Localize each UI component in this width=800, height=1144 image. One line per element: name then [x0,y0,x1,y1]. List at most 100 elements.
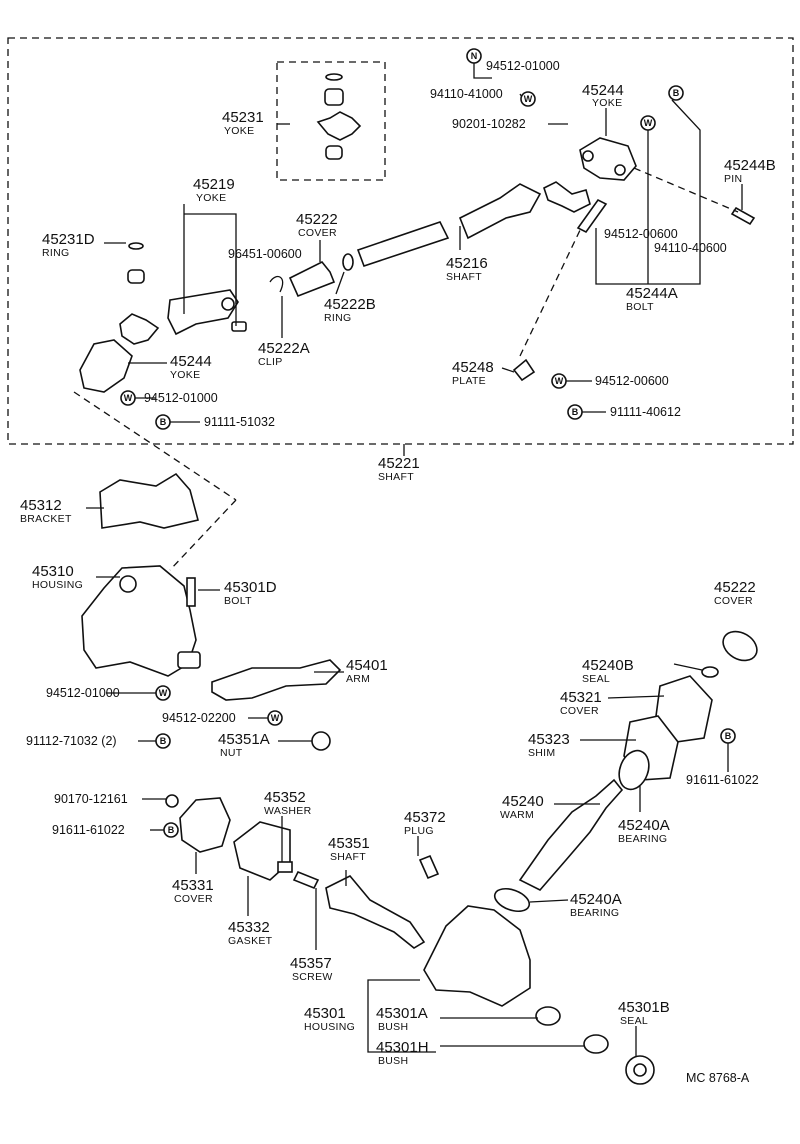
svg-text:BOLT: BOLT [626,301,654,313]
clip-part [269,275,284,293]
part-number-label: 91611-61022 [52,823,125,837]
bracket-part [99,472,199,529]
svg-text:45321: 45321 [560,689,602,706]
svg-text:45240: 45240 [502,793,544,810]
housing-45301-part [423,905,531,1007]
svg-text:45244: 45244 [170,353,212,370]
svg-text:45352: 45352 [264,789,306,806]
svg-text:45240A: 45240A [570,891,622,908]
svg-text:B: B [168,825,175,835]
svg-text:COVER: COVER [174,893,213,905]
svg-text:N: N [471,51,478,61]
connector-line [169,499,237,571]
symbol-bolt-icon: B [163,822,179,838]
svg-text:B: B [725,731,732,741]
part-number-label: 94512-01000 [486,59,560,73]
svg-text:WARM: WARM [500,809,534,821]
part-number-label: 91111-51032 [204,415,275,429]
svg-text:45222A: 45222A [258,340,310,357]
svg-text:45244A: 45244A [626,285,678,302]
svg-text:BUSH: BUSH [378,1055,408,1067]
svg-text:YOKE: YOKE [224,125,254,137]
bush-45301a-part [535,1006,561,1026]
symbol-bolt-icon: B [567,404,583,420]
svg-text:PLUG: PLUG [404,825,434,837]
svg-text:45221: 45221 [378,455,420,472]
symbol-bolt-icon: B [155,414,171,430]
svg-text:SEAL: SEAL [620,1015,648,1027]
cover-45222-right-part [722,630,758,662]
ring-45222b-part [342,253,354,271]
seal-45301b-inner [633,1063,647,1077]
svg-text:45351: 45351 [328,835,370,852]
svg-text:45301A: 45301A [376,1005,428,1022]
svg-text:ARM: ARM [346,673,370,685]
svg-text:45310: 45310 [32,563,74,580]
part-number-label: 94512-01000 [144,391,218,405]
bearing-45240a-top-part [618,749,650,791]
shaft-45351-part [325,875,426,949]
plug-part [418,854,440,880]
bearing-45240a-bottom-part [493,887,531,913]
svg-text:45323: 45323 [528,731,570,748]
svg-text:YOKE: YOKE [592,97,622,109]
symbol-washer-icon: W [640,115,656,131]
svg-text:45240B: 45240B [582,657,634,674]
symbol-washer-icon: W [155,685,171,701]
svg-text:B: B [572,407,579,417]
svg-text:CLIP: CLIP [258,356,283,368]
svg-text:RING: RING [42,247,69,259]
part-number-label: 91111-40612 [610,405,681,419]
svg-text:YOKE: YOKE [170,369,200,381]
cover-45331-part [179,797,231,853]
svg-text:SEAL: SEAL [582,673,610,685]
yoke-45244-top-part [579,137,637,181]
part-number-label: 94512-01000 [46,686,120,700]
svg-text:YOKE: YOKE [196,192,226,204]
svg-text:W: W [159,688,168,698]
svg-text:45301: 45301 [304,1005,346,1022]
worm-part [518,778,624,891]
svg-text:W: W [124,393,133,403]
svg-text:45372: 45372 [404,809,446,826]
symbol-washer-icon: W [551,373,567,389]
cover-boot-part [288,260,336,298]
bearing-cap-part [127,269,145,284]
connector-line [519,225,583,357]
svg-text:45331: 45331 [172,877,214,894]
svg-text:B: B [673,88,680,98]
svg-text:45231: 45231 [222,109,264,126]
svg-text:COVER: COVER [560,705,599,717]
part-number-label: 94512-00600 [604,227,678,241]
svg-text:45222: 45222 [296,211,338,228]
svg-text:45244B: 45244B [724,157,776,174]
svg-text:BOLT: BOLT [224,595,252,607]
part-number-label: 91611-61022 [686,773,759,787]
symbol-nut-icon: N [466,48,482,64]
svg-text:GASKET: GASKET [228,935,273,947]
svg-text:PIN: PIN [724,173,742,185]
svg-text:B: B [160,736,167,746]
part-number-label: 90201-10282 [452,117,526,131]
svg-text:W: W [555,376,564,386]
svg-text:45301H: 45301H [376,1039,429,1056]
bolt-90170-part [165,794,179,808]
nut-part [311,731,331,751]
svg-text:HOUSING: HOUSING [32,579,83,591]
yoke-45219-part [167,289,239,336]
symbol-washer-icon: W [267,710,283,726]
